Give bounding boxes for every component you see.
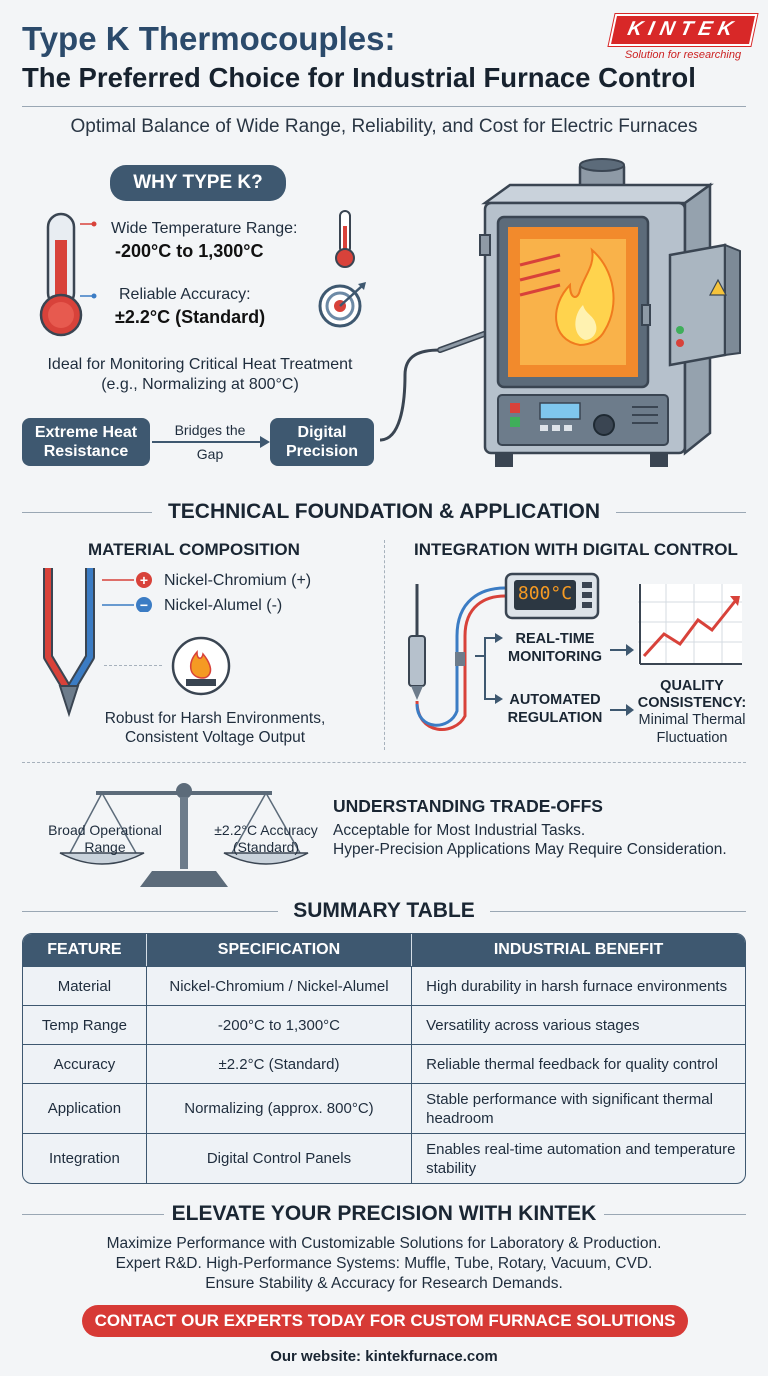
realtime-line2: MONITORING (508, 649, 602, 665)
summary-table: FEATURE SPECIFICATION INDUSTRIAL BENEFIT… (22, 933, 746, 1184)
bridges-label-2: Gap (196, 446, 224, 462)
automated-line1: AUTOMATED (509, 692, 601, 708)
contact-experts-button[interactable]: CONTACT OUR EXPERTS TODAY FOR CUSTOM FUR… (82, 1305, 688, 1337)
cell-benefit: Enables real-time automation and tempera… (412, 1133, 745, 1183)
cell-spec: ±2.2°C (Standard) (146, 1044, 413, 1083)
col-header-benefit: INDUSTRIAL BENEFIT (412, 934, 745, 966)
cell-spec: Digital Control Panels (146, 1133, 413, 1183)
cell-benefit: High durability in harsh furnace environ… (412, 966, 745, 1005)
ideal-line1: Ideal for Monitoring Critical Heat Treat… (47, 356, 353, 373)
table-row: Application Normalizing (approx. 800°C) … (23, 1083, 745, 1133)
cell-feature: Integration (23, 1133, 147, 1183)
extreme-heat-box: Extreme Heat Resistance (22, 418, 150, 466)
small-thermometer-icon (335, 210, 355, 268)
summary-heading: SUMMARY TABLE (293, 899, 475, 922)
automated-line2: REGULATION (507, 710, 603, 726)
furnace-illustration (380, 158, 741, 467)
quality-line3: Minimal Thermal (638, 712, 746, 728)
footer-divider-left (22, 1214, 164, 1215)
left-pan-line1: Broad Operational (48, 822, 162, 838)
section-divider-right (616, 512, 746, 513)
cell-feature: Material (23, 966, 147, 1005)
minus-icon: − (139, 597, 149, 613)
balance-scale-icon (59, 783, 309, 887)
header-divider (22, 106, 746, 107)
website-link[interactable]: Our website: kintekfurnace.com (270, 1348, 498, 1365)
thermocouple-wires-icon (43, 568, 95, 718)
connector-line (104, 665, 162, 666)
cell-spec: -200°C to 1,300°C (146, 1005, 413, 1044)
cell-feature: Temp Range (23, 1005, 147, 1044)
robust-line1: Robust for Harsh Environments, (104, 710, 326, 727)
tradeoffs-line2: Hyper-Precision Applications May Require… (333, 841, 727, 858)
subtitle: Optimal Balance of Wide Range, Reliabili… (70, 116, 698, 137)
bridges-label: Bridges the (174, 422, 246, 438)
summary-divider-right (490, 911, 746, 912)
bridge-arrow-icon (152, 436, 270, 448)
page-subtitle-title: The Preferred Choice for Industrial Furn… (22, 62, 696, 93)
right-pan-line1: ±2.2°C Accuracy (214, 822, 318, 838)
thermometer-icon (39, 212, 97, 337)
accuracy-value: ±2.2°C (Standard) (115, 307, 266, 327)
cell-spec: Normalizing (approx. 800°C) (146, 1083, 413, 1133)
cell-benefit: Stable performance with significant ther… (412, 1083, 745, 1133)
kintek-logo[interactable]: KINTEK Solution for researching (608, 14, 758, 61)
tradeoffs-heading: UNDERSTANDING TRADE-OFFS (333, 796, 603, 816)
target-icon (318, 282, 366, 328)
logo-wordmark: KINTEK (608, 14, 758, 46)
integration-heading: INTEGRATION WITH DIGITAL CONTROL (414, 540, 738, 559)
table-row: Temp Range -200°C to 1,300°C Versatility… (23, 1005, 745, 1044)
col-header-specification: SPECIFICATION (146, 934, 413, 966)
rising-chart-icon (638, 584, 742, 665)
table-row: Integration Digital Control Panels Enabl… (23, 1133, 745, 1183)
logo-tagline: Solution for researching (624, 49, 742, 61)
ideal-line2: (e.g., Normalizing at 800°C) (101, 376, 299, 393)
footer-heading: ELEVATE YOUR PRECISION WITH KINTEK (171, 1202, 597, 1225)
tradeoffs-line1: Acceptable for Most Industrial Tasks. (333, 822, 586, 839)
material-heading: MATERIAL COMPOSITION (88, 540, 300, 559)
section-divider-left (22, 512, 152, 513)
display-readout: 800°C (517, 583, 573, 604)
cell-feature: Accuracy (23, 1044, 147, 1083)
tradeoffs-divider (22, 762, 746, 763)
table-row: Material Nickel-Chromium / Nickel-Alumel… (23, 966, 745, 1005)
left-pan-line2: Range (84, 839, 126, 855)
negative-wire-label: Nickel-Alumel (-) (164, 597, 283, 614)
summary-divider-left (22, 911, 278, 912)
column-divider (384, 540, 385, 750)
footer-line3: Ensure Stability & Accuracy for Research… (205, 1275, 563, 1292)
digital-display-icon (504, 572, 600, 620)
range-value: -200°C to 1,300°C (115, 241, 264, 261)
result-arrows (610, 644, 634, 716)
robust-line2: Consistent Voltage Output (124, 729, 306, 746)
realtime-line1: REAL-TIME (515, 631, 595, 647)
why-type-k-badge: WHY TYPE K? (110, 165, 286, 201)
right-pan-line2: (Standard) (232, 839, 300, 855)
cell-spec: Nickel-Chromium / Nickel-Alumel (146, 966, 413, 1005)
footer-line1: Maximize Performance with Customizable S… (106, 1235, 662, 1252)
summary-table-wrapper: FEATURE SPECIFICATION INDUSTRIAL BENEFIT… (22, 933, 746, 1184)
accuracy-label: Reliable Accuracy: (119, 286, 251, 303)
plus-icon: + (139, 572, 149, 588)
polarity-markers (102, 572, 152, 612)
cell-benefit: Reliable thermal feedback for quality co… (412, 1044, 745, 1083)
range-label: Wide Temperature Range: (111, 220, 298, 237)
positive-wire-label: Nickel-Chromium (+) (164, 572, 312, 589)
cell-feature: Application (23, 1083, 147, 1133)
quality-line4: Fluctuation (656, 730, 728, 746)
quality-line1: QUALITY (660, 678, 724, 694)
digital-precision-box: Digital Precision (270, 418, 374, 466)
technical-heading: TECHNICAL FOUNDATION & APPLICATION (167, 500, 601, 523)
footer-line2: Expert R&D. High-Performance Systems: Mu… (115, 1255, 653, 1272)
table-row: Accuracy ±2.2°C (Standard) Reliable ther… (23, 1044, 745, 1083)
quality-line2: CONSISTENCY: (637, 695, 747, 711)
page-title: Type K Thermocouples: (22, 20, 396, 57)
cell-benefit: Versatility across various stages (412, 1005, 745, 1044)
probe-cable-diagram (408, 584, 506, 731)
footer-divider-right (604, 1214, 746, 1215)
flame-icon (171, 636, 231, 696)
col-header-feature: FEATURE (23, 934, 147, 966)
